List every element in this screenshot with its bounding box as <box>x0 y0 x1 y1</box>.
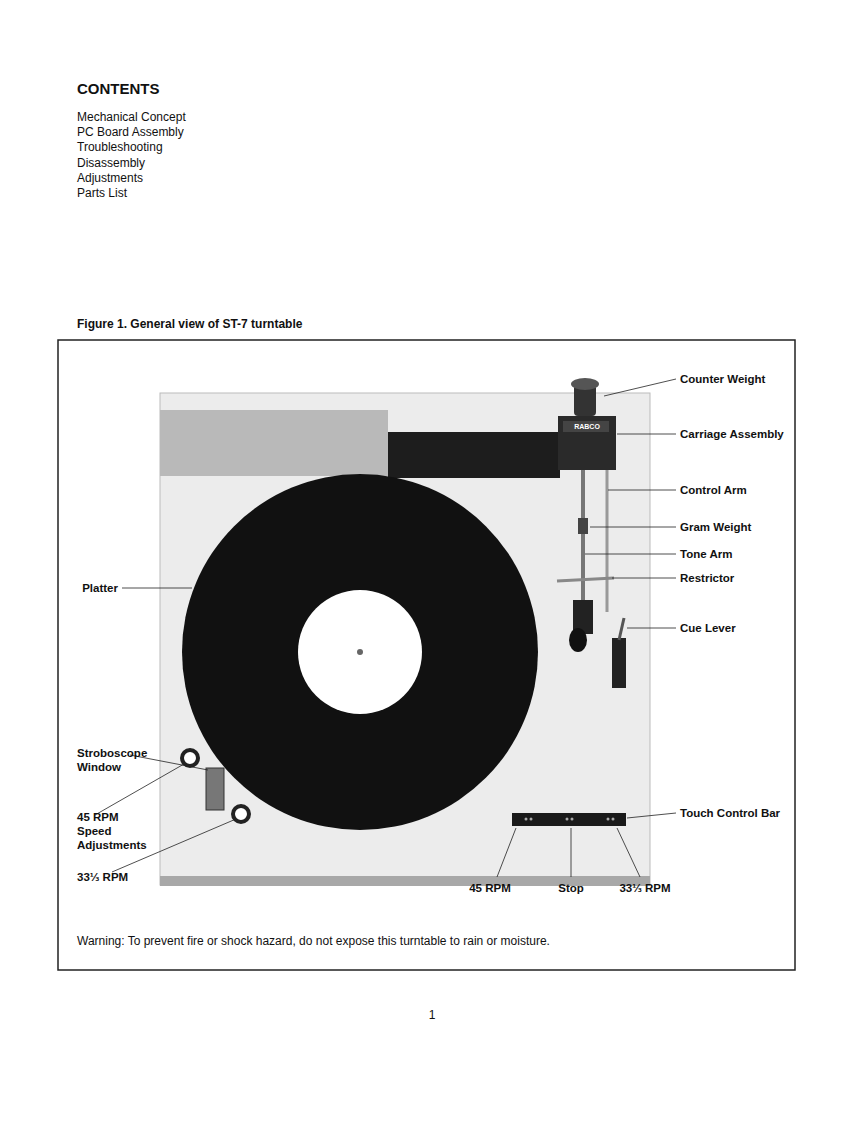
part-name: Control Arm <box>680 483 747 497</box>
contents-item: PC Board Assembly <box>77 125 184 139</box>
contents-item: Mechanical Concept <box>77 110 186 124</box>
arm-rail <box>388 432 560 478</box>
contents-item: Adjustments <box>77 171 143 185</box>
part-name: Stroboscope Window <box>77 746 157 774</box>
heading: CONTENTS <box>77 82 160 96</box>
cue-lever <box>619 618 624 640</box>
stroboscope-window <box>206 768 224 810</box>
gram-weight <box>578 518 588 534</box>
contents-item: Parts List <box>77 186 127 200</box>
page-number: 1 <box>429 1008 436 1022</box>
part-name: 33⅓ RPM <box>619 881 670 895</box>
part-name: 45 RPM <box>469 881 511 895</box>
speed-knob <box>182 750 198 766</box>
carriage <box>558 416 616 470</box>
part-name: 45 RPM <box>77 810 119 824</box>
part-name: 33⅓ RPM <box>77 870 128 884</box>
figure-caption: Figure 1. General view of ST-7 turntable <box>77 317 302 331</box>
contents-item: Troubleshooting <box>77 140 163 154</box>
warning-note: Warning: To prevent fire or shock hazard… <box>77 934 550 948</box>
part-name: Platter <box>82 581 118 595</box>
arm-housing <box>160 410 388 476</box>
part-name: Gram Weight <box>680 520 751 534</box>
counter-weight-top <box>571 378 599 390</box>
part-name: Carriage Assembly <box>680 427 784 441</box>
part-name: Cue Lever <box>680 621 736 635</box>
figure-frame <box>58 340 795 970</box>
leader-lines <box>95 379 676 877</box>
brand-mark: RABCO <box>574 422 600 431</box>
part-name: Touch Control Bar <box>680 806 780 820</box>
part-name: Speed Adjustments <box>77 824 167 852</box>
part-name: Restrictor <box>680 571 734 585</box>
cue-lever-base <box>612 638 626 688</box>
touch-control-bar <box>512 813 626 826</box>
head <box>569 628 587 652</box>
control-arm <box>606 470 609 612</box>
part-name: Stop <box>558 881 584 895</box>
platter <box>182 474 538 830</box>
carriage-plate <box>563 421 609 432</box>
plinth <box>160 393 650 885</box>
part-name: Tone Arm <box>680 547 732 561</box>
part-name: Counter Weight <box>680 372 765 386</box>
contents-item: Disassembly <box>77 156 145 170</box>
restrictor <box>557 578 614 581</box>
spindle <box>357 649 363 655</box>
platter-label <box>298 590 422 714</box>
